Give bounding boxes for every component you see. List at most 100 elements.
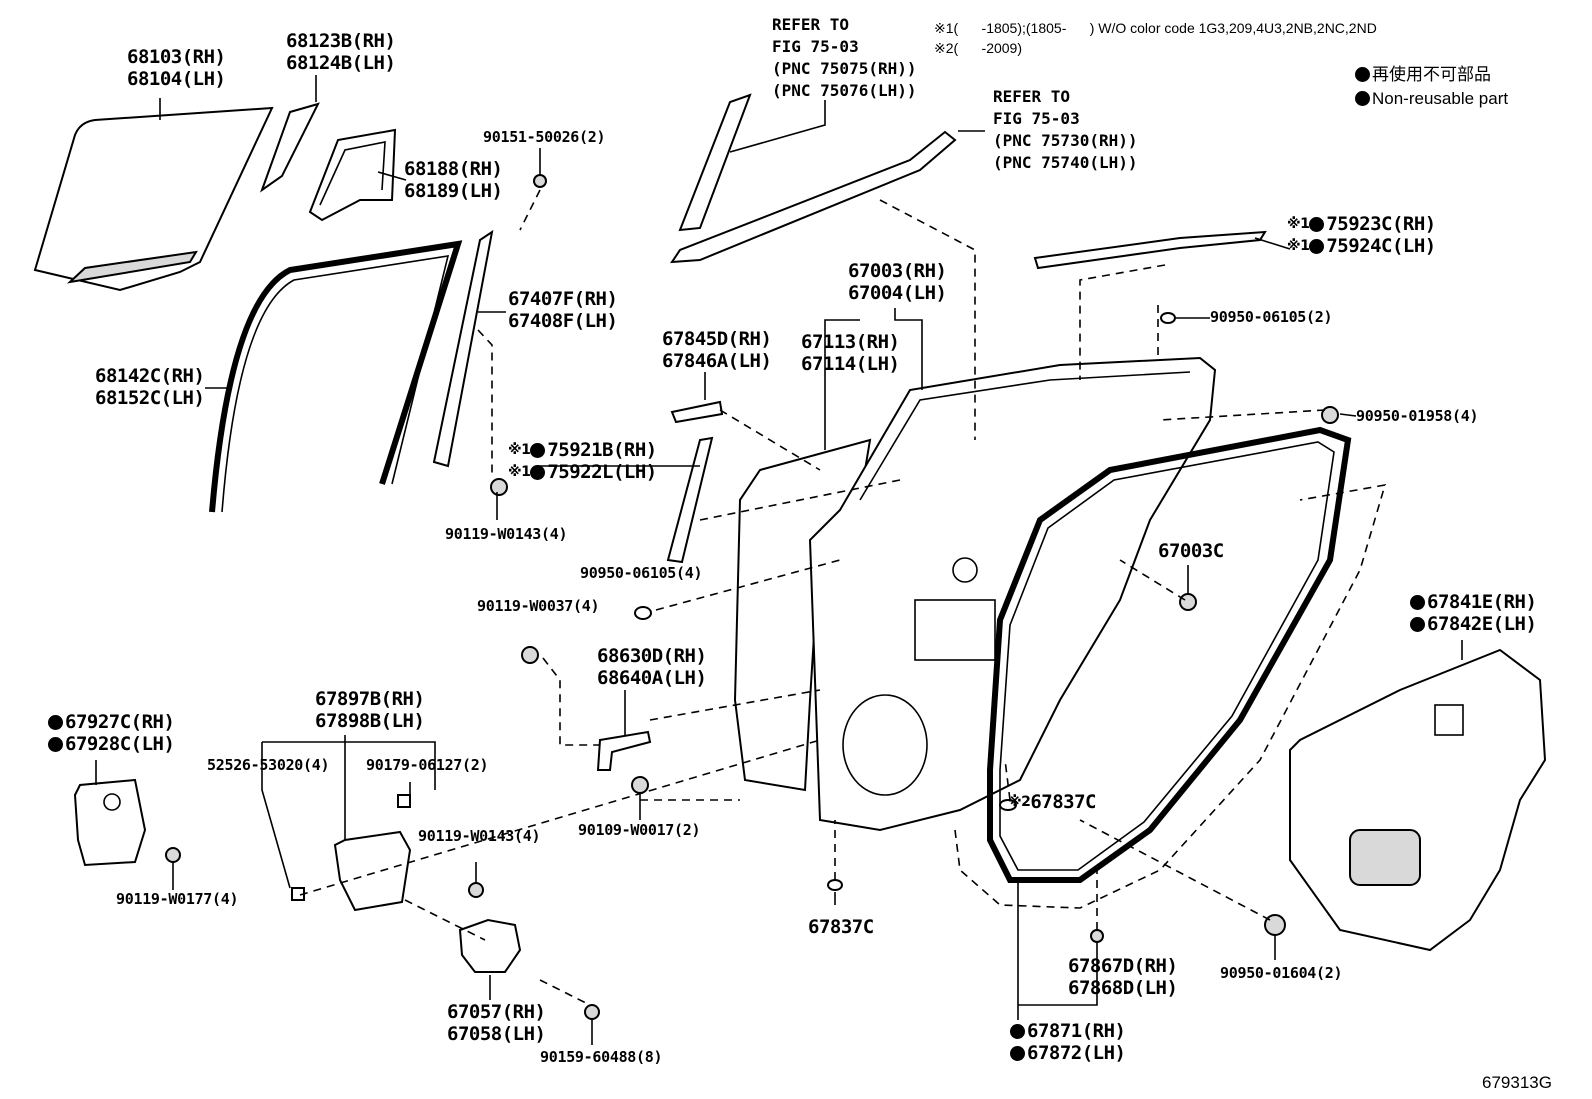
label-67837c-bottom: 67837C [808, 916, 874, 938]
ref2-line1: REFER TO [993, 87, 1071, 106]
label-90950-01958: 90950-01958(4) [1356, 407, 1479, 425]
frame-68188 [308, 128, 397, 222]
non-reusable-dot [530, 443, 546, 458]
ref1-line2: FIG 75-03 [772, 37, 859, 56]
label-67004: 67004(LH) [848, 282, 947, 304]
molding-75923 [1033, 230, 1267, 270]
label-67927: 67927C(RH) [48, 713, 175, 732]
label-67846: 67846A(LH) [662, 350, 772, 372]
label-67003: 67003(RH) [848, 260, 947, 282]
glass-channel [66, 250, 198, 284]
label-90119-w0143-lower: 90119-W0143(4) [418, 827, 541, 845]
label-52526: 52526-53020(4) [207, 756, 330, 774]
ref2-line3: (PNC 75730(RH)) [993, 131, 1138, 150]
label-67841: 67841E(RH) [1410, 593, 1537, 612]
label-67408: 67408F(LH) [508, 310, 618, 332]
label-67872: 67872(LH) [1010, 1044, 1126, 1063]
label-68630: 68630D(RH) [597, 645, 707, 667]
glass-68103 [33, 106, 274, 292]
label-67897: 67897B(RH) [315, 688, 425, 710]
clip-90950c [634, 606, 652, 620]
ref2-line4: (PNC 75740(LH)) [993, 153, 1138, 172]
label-90119-w0143-upper: 90119-W0143(4) [445, 525, 568, 543]
label-67837c-right: ※267837C [1008, 791, 1096, 813]
note-mark: ※1 [508, 442, 531, 458]
clip-90950d [1264, 914, 1286, 936]
label-90179: 90179-06127(2) [366, 756, 489, 774]
label-90950-01604: 90950-01604(2) [1220, 964, 1343, 982]
bracket-67927 [73, 778, 147, 867]
label-90119-w0177: 90119-W0177(4) [116, 890, 239, 908]
run-channel-68142 [209, 240, 463, 513]
weatherstrip-75730 [670, 130, 957, 264]
bracket-67845 [670, 400, 724, 424]
label-67114: 67114(LH) [801, 353, 900, 375]
clip-90950a [1160, 312, 1176, 324]
clip-90179 [397, 794, 411, 808]
label-67928: 67928C(LH) [48, 735, 175, 754]
label-68152: 68152C(LH) [95, 387, 205, 409]
clip-90151 [533, 174, 547, 188]
note1: ※1( -1805);(1805- ) W/O color code 1G3,2… [934, 20, 1377, 36]
label-67003c: 67003C [1158, 540, 1224, 562]
weatherstrip-67871 [987, 426, 1352, 883]
note-mark: ※1 [508, 464, 531, 480]
bolt-90119b [521, 646, 539, 664]
label-67867: 67867D(RH) [1068, 955, 1178, 977]
label-68188: 68188(RH) [404, 158, 503, 180]
label-90109: 90109-W0017(2) [578, 821, 701, 839]
ref1-line1: REFER TO [772, 15, 850, 34]
service-hole-cover-67841 [1289, 648, 1547, 952]
note2: ※2( -2009) [934, 40, 1022, 56]
figure-id: 679313G [1482, 1073, 1552, 1092]
bracket-67897 [333, 830, 412, 912]
ref2-line2: FIG 75-03 [993, 109, 1080, 128]
label-90151: 90151-50026(2) [483, 128, 606, 146]
division-bar-67407 [432, 229, 494, 468]
clip-67867 [1090, 929, 1104, 943]
label-90159: 90159-60488(8) [540, 1048, 663, 1066]
nut-67003c [1179, 593, 1197, 611]
molding-75921 [666, 436, 714, 564]
ref1-line4: (PNC 75076(LH)) [772, 81, 917, 100]
label-90119-w0037: 90119-W0037(4) [477, 597, 600, 615]
legend-en: Non-reusable part [1355, 90, 1508, 107]
bolt-90109 [631, 776, 649, 794]
legend-dot [1355, 67, 1370, 82]
plug-67837b [999, 799, 1017, 811]
label-67845: 67845D(RH) [662, 328, 772, 350]
label-68104: 68104(LH) [127, 68, 226, 90]
quarter-glass-68123 [259, 102, 320, 193]
bolt-90159 [584, 1004, 600, 1020]
label-67842: 67842E(LH) [1410, 615, 1537, 634]
label-68103: 68103(RH) [127, 46, 226, 68]
cover-67057 [458, 918, 522, 973]
bolt-90119a [490, 478, 508, 496]
label-90950-06105-2: 90950-06105(2) [1210, 308, 1333, 326]
ref1-line3: (PNC 75075(RH)) [772, 59, 917, 78]
legend-dot [1355, 91, 1370, 106]
bolt-90119c [468, 882, 484, 898]
label-90950-06105-4: 90950-06105(4) [580, 564, 703, 582]
label-67871: 67871(RH) [1010, 1022, 1126, 1041]
molding-75075 [678, 93, 752, 232]
clip-90950b [1321, 406, 1339, 424]
label-68124: 68124B(LH) [286, 52, 396, 74]
label-67407: 67407F(RH) [508, 288, 618, 310]
label-67058: 67058(LH) [447, 1023, 546, 1045]
non-reusable-dot [530, 465, 546, 480]
label-68142: 68142C(RH) [95, 365, 205, 387]
label-67113: 67113(RH) [801, 331, 900, 353]
label-68123: 68123B(RH) [286, 30, 396, 52]
label-68640: 68640A(LH) [597, 667, 707, 689]
label-67898: 67898B(LH) [315, 710, 425, 732]
plug-67837a [827, 879, 843, 891]
legend-ja: 再使用不可部品 [1355, 66, 1491, 83]
label-68189: 68189(LH) [404, 180, 503, 202]
